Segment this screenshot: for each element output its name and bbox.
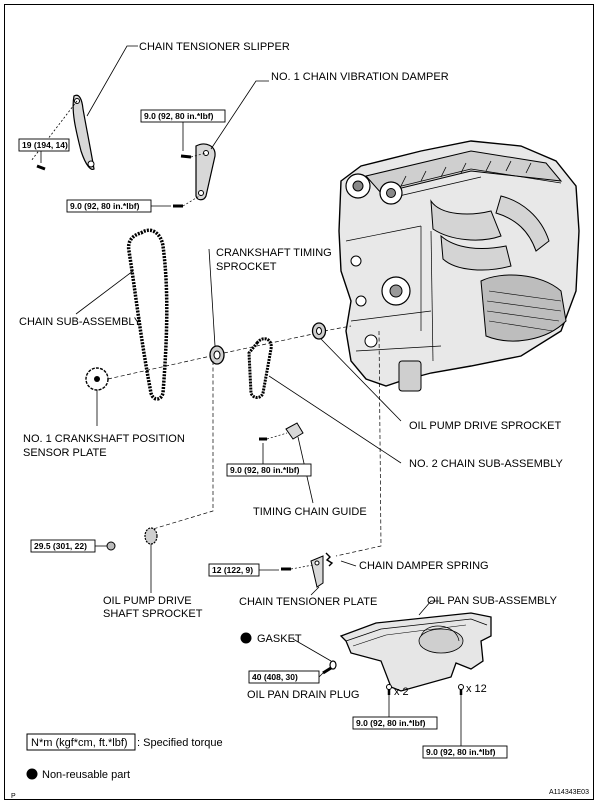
oil-pan-part <box>339 612 492 695</box>
oil-pump-shaft-sprocket-label-1: OIL PUMP DRIVE <box>103 595 192 607</box>
no2-chain-part <box>247 337 273 399</box>
legend: N*m (kgf*cm, ft.*lbf) : Specified torque… <box>26 733 223 781</box>
chain-tensioner-plate-part <box>281 555 324 588</box>
oil-pump-shaft-sprocket-label-2: SHAFT SPROCKET <box>103 608 203 620</box>
chain-damper-spring-part <box>325 552 334 567</box>
damper-upper-torque: 9.0 (92, 80 in.*lbf) <box>144 111 214 121</box>
page-mark: P <box>11 793 16 800</box>
assembly-centerlines <box>107 325 382 557</box>
legend-torque-box: N*m (kgf*cm, ft.*lbf) <box>31 737 128 749</box>
chain-tensioner-slipper-label: CHAIN TENSIONER SLIPPER <box>139 41 290 53</box>
shaft-sprocket-nut-torque: 29.5 (301, 22) <box>34 541 87 551</box>
oil-pan-x12-qty: x 12 <box>466 683 487 695</box>
oil-pan-label: OIL PAN SUB-ASSEMBLY <box>427 595 558 607</box>
oil-pan-x2-qty: x 2 <box>394 686 409 698</box>
oil-pan-x12-torque: 9.0 (92, 80 in.*lbf) <box>426 747 496 757</box>
legend-torque-desc: : Specified torque <box>137 737 223 749</box>
oil-pump-shaft-sprocket-part <box>106 527 158 551</box>
gasket-label: GASKET <box>257 633 302 645</box>
chain-vibration-damper-part <box>173 143 216 208</box>
oil-pump-drive-sprocket-label: OIL PUMP DRIVE SPROCKET <box>409 420 561 432</box>
drain-plug-label: OIL PAN DRAIN PLUG <box>247 689 359 701</box>
chain-tensioner-plate-label: CHAIN TENSIONER PLATE <box>239 596 377 608</box>
chain-vibration-damper-label: NO. 1 CHAIN VIBRATION DAMPER <box>271 71 449 83</box>
timing-chain-guide-part <box>259 422 304 441</box>
crank-sprocket-label-1: CRANKSHAFT TIMING <box>216 247 332 259</box>
damper-lower-torque: 9.0 (92, 80 in.*lbf) <box>70 201 140 211</box>
tensioner-plate-torque: 12 (122, 9) <box>212 565 253 575</box>
crank-sprocket-label-2: SPROCKET <box>216 261 277 273</box>
chain-sub-assembly-label: CHAIN SUB-ASSEMBLY <box>19 316 142 328</box>
crank-sensor-plate-label-2: SENSOR PLATE <box>23 447 107 459</box>
oil-pan-x2-torque: 9.0 (92, 80 in.*lbf) <box>356 718 426 728</box>
gasket-nonreusable-marker <box>240 632 252 644</box>
exploded-view-diagram: CHAIN TENSIONER SLIPPER 19 (194, 14) NO.… <box>11 41 589 800</box>
figure-id: A114343E03 <box>549 789 589 796</box>
chain-guide-torque: 9.0 (92, 80 in.*lbf) <box>230 465 300 475</box>
drain-plug-part <box>322 660 337 675</box>
chain-tensioner-slipper-part <box>30 94 95 171</box>
no2-chain-label: NO. 2 CHAIN SUB-ASSEMBLY <box>409 458 563 470</box>
diagram-frame: CHAIN TENSIONER SLIPPER 19 (194, 14) NO.… <box>4 4 594 800</box>
chain-sub-assembly-part <box>126 228 169 401</box>
timing-chain-guide-label: TIMING CHAIN GUIDE <box>253 506 367 518</box>
chain-damper-spring-label: CHAIN DAMPER SPRING <box>359 560 489 572</box>
slipper-bolt-torque: 19 (194, 14) <box>22 140 68 150</box>
crankshaft-sensor-plate-part <box>85 367 109 391</box>
crank-sensor-plate-label-1: NO. 1 CRANKSHAFT POSITION <box>23 433 185 445</box>
crankshaft-timing-sprocket-part <box>209 345 225 365</box>
legend-nonreusable-text: Non-reusable part <box>42 769 130 781</box>
legend-nonreusable-dot <box>26 768 38 780</box>
drain-plug-torque: 40 (408, 30) <box>252 672 298 682</box>
oil-pump-drive-sprocket-part <box>311 322 327 340</box>
engine-illustration <box>338 140 580 392</box>
